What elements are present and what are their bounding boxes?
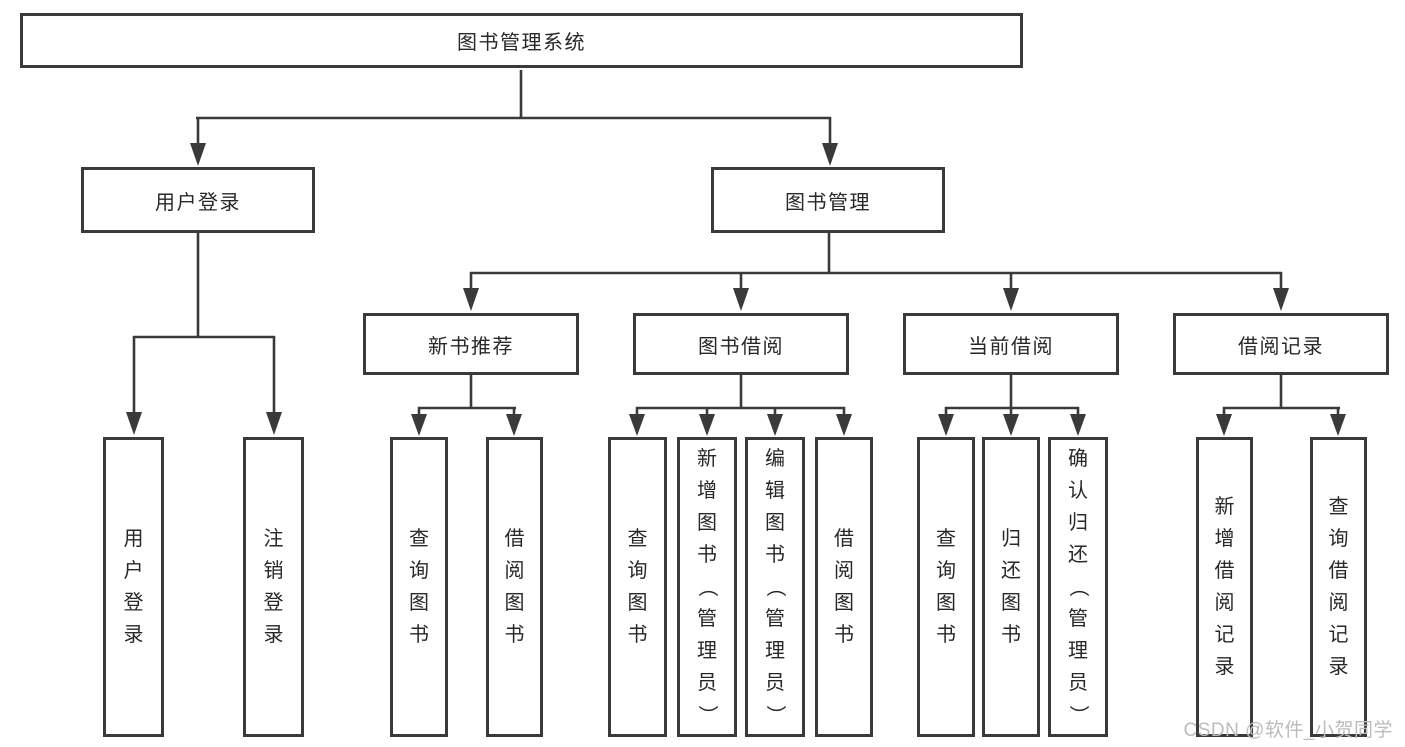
node-book-management: 图书管理 [711, 167, 945, 233]
leaf-edit-book-admin: 编辑图书（管理员） [745, 437, 805, 737]
leaf-query-borrow-record: 查询借阅记录 [1310, 437, 1367, 737]
leaf-borrow-books-borrowing: 借阅图书 [815, 437, 873, 737]
leaf-query-books-borrowing: 查询图书 [608, 437, 667, 737]
leaf-logout: 注销登录 [243, 437, 304, 737]
watermark-csdn: CSDN @软件_小贺同学 [1183, 720, 1393, 741]
leaf-query-books-current: 查询图书 [917, 437, 975, 737]
leaf-confirm-return-admin: 确认归还（管理员） [1048, 437, 1108, 737]
node-book-borrowing: 图书借阅 [633, 313, 849, 375]
node-root: 图书管理系统 [20, 13, 1023, 68]
leaf-add-book-admin: 新增图书（管理员） [677, 437, 737, 737]
node-new-book-recommendation: 新书推荐 [363, 313, 579, 375]
leaf-add-borrow-record: 新增借阅记录 [1196, 437, 1253, 737]
leaf-query-books-recommend: 查询图书 [390, 437, 448, 737]
node-user-login: 用户登录 [81, 167, 315, 233]
leaf-return-books: 归还图书 [982, 437, 1040, 737]
leaf-borrow-books-recommend: 借阅图书 [486, 437, 543, 737]
leaf-user-login: 用户登录 [103, 437, 164, 737]
node-borrowing-records: 借阅记录 [1173, 313, 1389, 375]
node-current-borrowing: 当前借阅 [903, 313, 1119, 375]
